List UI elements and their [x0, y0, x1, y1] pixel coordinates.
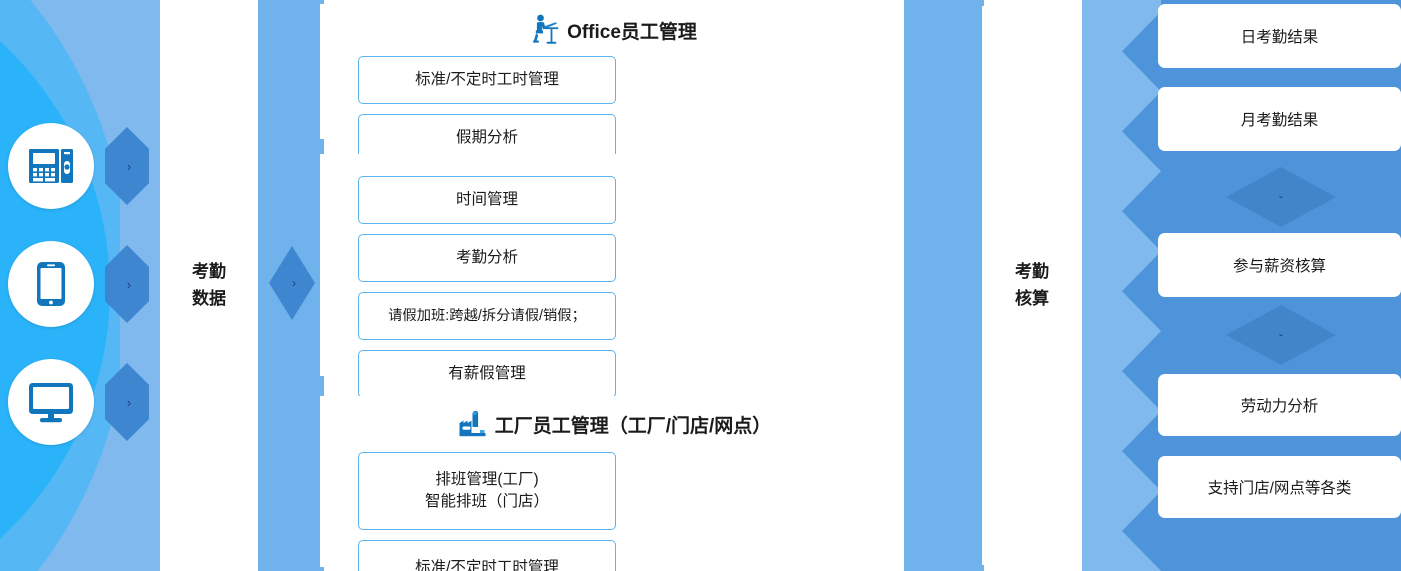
- chip-shift-scheduling-line2: 智能排班（门店）: [424, 493, 549, 510]
- output-box-monthly-result[interactable]: 月考勤结果: [1158, 87, 1401, 151]
- column-attendance-calculation[interactable]: 考勤 核算: [982, 6, 1082, 565]
- column-attendance-data-line2: 数据: [192, 288, 226, 308]
- output-box-payroll-participation[interactable]: 参与薪资核算: [1158, 233, 1401, 297]
- output-box-workforce-analysis[interactable]: 劳动力分析: [1158, 374, 1401, 436]
- column-attendance-calculation-line1: 考勤: [1015, 262, 1049, 282]
- panel-factory-title-row: 工厂员工管理（工厂/门店/网点）: [320, 396, 908, 452]
- chevron-down-icon: ˇ: [1279, 194, 1283, 208]
- panel-office-title: Office员工管理: [567, 21, 697, 43]
- chevron-right-icon: ›: [292, 276, 296, 290]
- source-item-time-clock[interactable]: [8, 123, 94, 209]
- chip-time-management[interactable]: 时间管理: [358, 176, 616, 224]
- chip-attendance-analysis[interactable]: 考勤分析: [358, 234, 616, 282]
- source-item-desktop[interactable]: [8, 359, 94, 445]
- chip-shift-scheduling-line1: 排班管理(工厂): [435, 470, 539, 488]
- chip-shift-scheduling[interactable]: 排班管理(工厂) 智能排班（门店）: [358, 452, 616, 530]
- panel-factory-chip-grid: 排班管理(工厂) 智能排班（门店） 标准/不定时工时管理 /综合计时工时管理: [320, 452, 908, 571]
- chip-standard-comprehensive-hours-line1: 标准/不定时工时管理: [415, 558, 559, 571]
- column-attendance-data-line1: 考勤: [192, 262, 226, 282]
- chevron-down-icon: ˇ: [1279, 332, 1283, 346]
- column-attendance-calculation-line2: 核算: [1015, 288, 1049, 308]
- output-box-daily-result[interactable]: 日考勤结果: [1158, 4, 1401, 68]
- factory-icon: [457, 409, 489, 439]
- chevron-right-icon: ›: [126, 158, 132, 174]
- chip-leave-overtime[interactable]: 请假加班:跨越/拆分请假/销假；: [358, 292, 616, 340]
- output-box-store-network-support[interactable]: 支持门店/网点等各类: [1158, 456, 1401, 518]
- panel-office-employee-management: Office员工管理 标准/不定时工时管理 假期分析: [320, 4, 908, 162]
- office-worker-desk-icon: [531, 14, 561, 46]
- chip-paid-leave-management[interactable]: 有薪假管理: [358, 350, 616, 398]
- chip-standard-flexible-hours[interactable]: 标准/不定时工时管理: [358, 56, 616, 104]
- chevron-right-icon: ›: [126, 394, 132, 410]
- panel-office-title-row: Office员工管理: [320, 4, 908, 56]
- mobile-phone-icon: [36, 261, 66, 307]
- panel-core-modules: 时间管理 考勤分析 请假加班:跨越/拆分请假/销假； 有薪假管理 外出管理 刷卡…: [320, 154, 908, 514]
- panel-factory-title: 工厂员工管理（工厂/门店/网点）: [494, 415, 772, 437]
- chevron-right-icon: ›: [126, 276, 132, 292]
- panel-factory-employee-management: 工厂员工管理（工厂/门店/网点） 排班管理(工厂) 智能排班（门店） 标准/不定…: [320, 396, 908, 571]
- middle-band-right: [904, 0, 984, 571]
- chip-standard-comprehensive-hours[interactable]: 标准/不定时工时管理 /综合计时工时管理: [358, 540, 616, 571]
- source-item-mobile[interactable]: [8, 241, 94, 327]
- desktop-monitor-icon: [28, 381, 74, 423]
- column-attendance-data[interactable]: 考勤 数据: [160, 6, 258, 565]
- time-clock-icon: [28, 147, 74, 185]
- panel-office-chip-grid: 标准/不定时工时管理 假期分析: [320, 56, 908, 162]
